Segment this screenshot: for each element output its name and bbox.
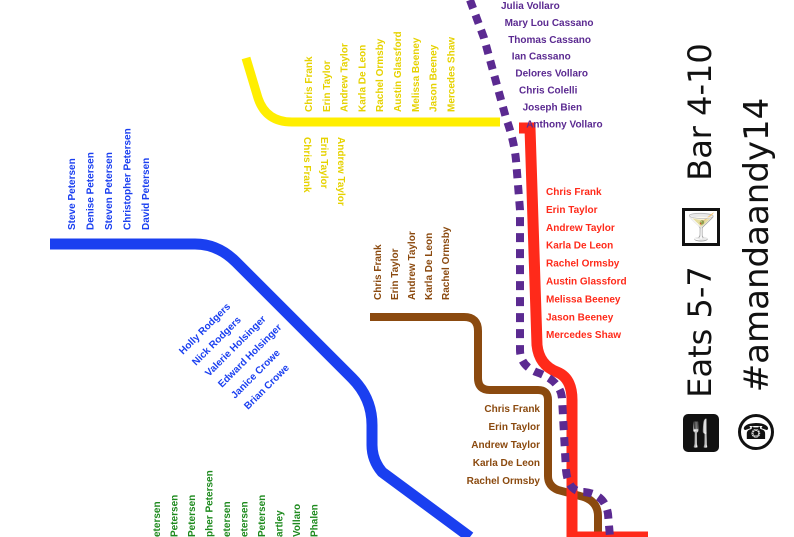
- cocktail-icon: 🍸: [682, 208, 720, 246]
- yellow-station-label: Jason Beeney: [429, 44, 440, 112]
- blue-station-label: Steve Petersen: [67, 158, 78, 230]
- green-station-label: artley: [275, 510, 286, 537]
- yellow-station-label: Erin Taylor: [318, 137, 329, 189]
- blue-station-label: Denise Petersen: [86, 152, 97, 230]
- purple-station-label: Mary Lou Cassano: [505, 18, 594, 29]
- brown-station-label: Karla De Leon: [424, 233, 435, 300]
- brown-station-label: Erin Taylor: [489, 422, 541, 433]
- green-station-label: Petersen: [187, 495, 198, 537]
- purple-station-label: Anthony Vollaro: [526, 119, 602, 130]
- red-station-label: Karla De Leon: [546, 241, 613, 252]
- red-station-label: Andrew Taylor: [546, 223, 615, 234]
- blue-station-label: Christopher Petersen: [123, 128, 134, 230]
- blue-line: [50, 238, 474, 537]
- red-station-label: Chris Frank: [546, 187, 602, 198]
- green-station-label: pher Petersen: [205, 470, 216, 537]
- red-station-label: Austin Glassford: [546, 277, 627, 288]
- blue-station-label: Steven Petersen: [104, 152, 115, 230]
- purple-line: [466, 0, 614, 537]
- green-station-label: Petersen: [257, 495, 268, 537]
- red-station-label: Rachel Ormsby: [546, 259, 620, 270]
- yellow-station-label: Andrew Taylor: [340, 43, 351, 112]
- red-line: [519, 122, 648, 537]
- blue-station-label: David Petersen: [141, 158, 152, 230]
- purple-station-label: Julia Vollaro: [501, 1, 560, 12]
- green-station-label: etersen: [222, 501, 233, 537]
- purple-station-label: Delores Vollaro: [515, 69, 588, 80]
- brown-line: [370, 313, 602, 537]
- brown-station-label: Karla De Leon: [473, 458, 540, 469]
- purple-station-label: Chris Colelli: [519, 86, 578, 97]
- yellow-station-label: Erin Taylor: [322, 60, 333, 112]
- yellow-line: [241, 56, 500, 127]
- red-station-label: Erin Taylor: [546, 205, 598, 216]
- purple-station-label: Ian Cassano: [512, 52, 571, 63]
- brown-station-label: Erin Taylor: [390, 248, 401, 300]
- hashtag-label: #amandaandy14: [737, 97, 777, 393]
- eats-label: Eats 5-7: [681, 266, 719, 398]
- green-station-label: Phalen: [310, 504, 321, 537]
- yellow-station-label: Melissa Beeney: [411, 37, 422, 112]
- phone-icon: ☎: [738, 414, 774, 450]
- yellow-station-label: Andrew Taylor: [335, 137, 346, 206]
- yellow-station-label: Karla De Leon: [357, 45, 368, 112]
- red-station-label: Jason Beeney: [546, 312, 614, 323]
- brown-station-label: Rachel Ormsby: [441, 226, 452, 300]
- yellow-station-label: Rachel Ormsby: [375, 38, 386, 112]
- purple-station-label: Joseph Bien: [523, 102, 582, 113]
- purple-station-label: Thomas Cassano: [508, 35, 591, 46]
- yellow-station-label: Austin Glassford: [393, 31, 404, 112]
- green-station-label: etersen: [152, 501, 163, 537]
- red-station-label: Melissa Beeney: [546, 294, 621, 305]
- green-station-label: etersen: [240, 501, 251, 537]
- yellow-station-label: Chris Frank: [304, 56, 315, 112]
- brown-station-label: Rachel Ormsby: [467, 476, 541, 487]
- yellow-station-label: Mercedes Shaw: [446, 37, 457, 112]
- yellow-station-label: Chris Frank: [301, 137, 312, 193]
- fork-knife-icon: 🍴: [683, 414, 719, 452]
- brown-station-label: Andrew Taylor: [471, 440, 540, 451]
- bar-label: Bar 4-10: [681, 43, 719, 181]
- green-station-label: Petersen: [170, 495, 181, 537]
- green-station-label: Vollaro: [292, 504, 303, 537]
- brown-station-label: Andrew Taylor: [407, 231, 418, 300]
- brown-station-label: Chris Frank: [484, 404, 540, 415]
- brown-station-label: Chris Frank: [373, 244, 384, 300]
- red-station-label: Mercedes Shaw: [546, 330, 621, 341]
